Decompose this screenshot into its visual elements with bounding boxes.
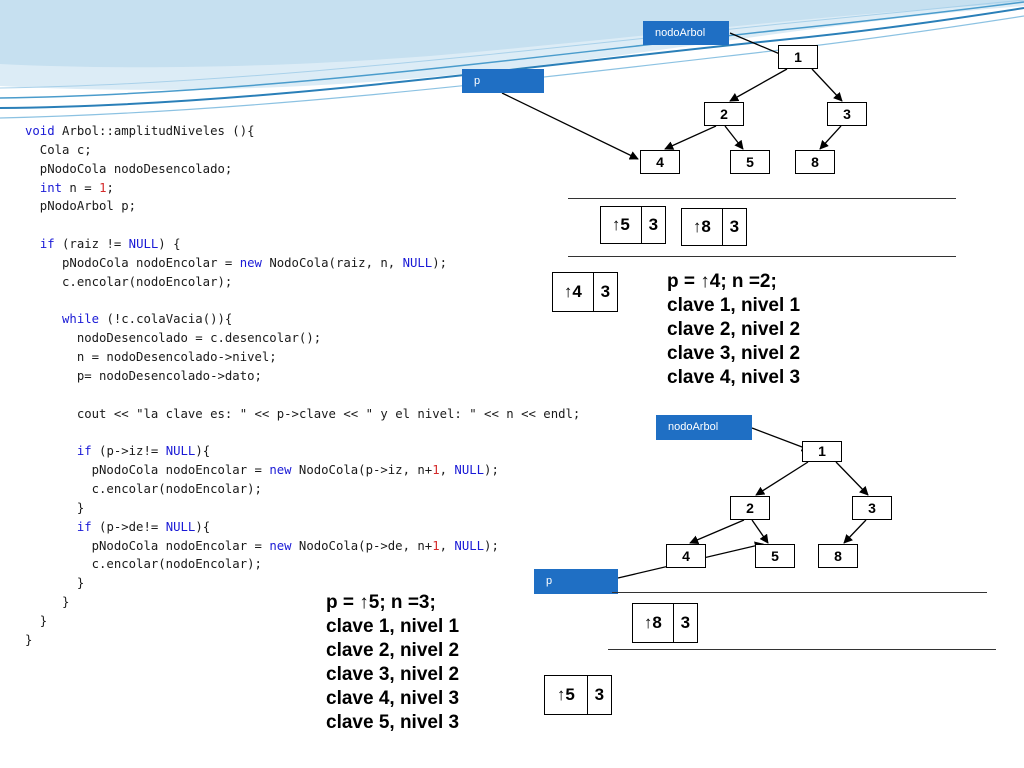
wave-line-1 bbox=[0, 7, 1024, 109]
info-line: clave 3, nivel 2 bbox=[667, 343, 801, 364]
upper-node-4: 4 bbox=[640, 150, 680, 174]
code-line: c.encolar(nodoEncolar); bbox=[25, 274, 233, 289]
queue-level: 3 bbox=[648, 215, 659, 234]
upper-queue-box-2: ↑8 3 bbox=[681, 208, 747, 246]
lower-edge-3-8 bbox=[843, 519, 867, 544]
lower-node-4: 4 bbox=[666, 544, 706, 568]
code-line: c.encolar(nodoEncolar); bbox=[25, 482, 262, 497]
lower-dequeued-box: ↑5 3 bbox=[544, 675, 612, 715]
upper-edge-2-4 bbox=[664, 125, 717, 150]
lower-edge-1-3 bbox=[835, 461, 869, 496]
code-line: while (!c.colaVacia()){ bbox=[62, 312, 233, 327]
lower-edge-2-5 bbox=[751, 519, 769, 544]
info-line: p = ↑5; n =3; bbox=[326, 592, 436, 613]
upper-node-2: 2 bbox=[704, 102, 744, 126]
code-line: ​ bbox=[25, 292, 580, 311]
lower-queue-box-1: ↑8 3 bbox=[632, 603, 698, 643]
lower-info-text: p = ↑5; n =3; clave 1, nivel 1 clave 2, … bbox=[326, 591, 459, 735]
code-line: if (p->iz!= NULL){ bbox=[76, 444, 211, 459]
upper-nodoarbol-label: nodoArbol bbox=[643, 21, 729, 45]
code-line: nodoDesencolado = c.desencolar(); bbox=[25, 331, 322, 346]
upper-dequeued-box: ↑4 3 bbox=[552, 272, 618, 312]
code-line: } bbox=[25, 613, 48, 628]
code-line: ​ bbox=[25, 424, 580, 443]
upper-node-8: 8 bbox=[795, 150, 835, 174]
lower-node-1: 1 bbox=[802, 441, 842, 462]
wave-line-2 bbox=[0, 1, 1024, 99]
queue-pointer: ↑5 bbox=[601, 207, 642, 243]
code-line: n = nodoDesencolado->nivel; bbox=[25, 350, 277, 365]
code-line: Cola c; bbox=[25, 142, 92, 157]
info-line: clave 1, nivel 1 bbox=[667, 295, 801, 316]
lower-p-label: p bbox=[534, 569, 618, 594]
lower-nodoarbol-label: nodoArbol bbox=[656, 415, 752, 440]
info-line: clave 4, nivel 3 bbox=[326, 688, 460, 709]
upper-edge-2-5 bbox=[724, 125, 744, 150]
upper-p-label: p bbox=[462, 69, 544, 93]
lower-edge-1-2 bbox=[755, 461, 809, 496]
upper-edge-3-8 bbox=[819, 125, 842, 150]
code-line: c.encolar(nodoEncolar); bbox=[25, 557, 262, 572]
code-line: pNodoCola nodoEncolar = new NodoCola(rai… bbox=[25, 255, 448, 270]
lower-node-8: 8 bbox=[818, 544, 858, 568]
code-line: pNodoCola nodoEncolar = new NodoCola(p->… bbox=[25, 463, 499, 478]
code-line: cout << "la clave es: " << p->clave << "… bbox=[25, 406, 581, 421]
upper-queue-bottom-line bbox=[568, 256, 956, 257]
code-line: } bbox=[25, 500, 85, 515]
upper-info-text: p = ↑4; n =2; clave 1, nivel 1 clave 2, … bbox=[667, 270, 800, 390]
lower-queue-bottom-line bbox=[608, 649, 996, 650]
code-line: if (p->de!= NULL){ bbox=[76, 519, 211, 534]
wave-shape-mid bbox=[0, 0, 1024, 68]
queue-level: 3 bbox=[594, 685, 605, 704]
lower-node-5: 5 bbox=[755, 544, 795, 568]
lower-edge-2-4 bbox=[689, 519, 745, 544]
upper-queue-box-1: ↑5 3 bbox=[600, 206, 666, 244]
code-line: ​ bbox=[25, 386, 580, 405]
code-line: void Arbol::amplitudNiveles (){ bbox=[25, 124, 255, 138]
upper-node-1: 1 bbox=[778, 45, 818, 69]
code-line: } bbox=[25, 632, 33, 647]
wave-line-3 bbox=[0, 15, 1024, 119]
lower-root-pointer-arrow bbox=[751, 427, 811, 452]
queue-level: 3 bbox=[729, 217, 740, 236]
upper-edge-1-2 bbox=[729, 68, 788, 102]
upper-queue-top-line bbox=[568, 198, 956, 199]
upper-p-pointer-arrow bbox=[501, 92, 639, 160]
code-line: int n = 1; bbox=[39, 180, 114, 195]
queue-level: 3 bbox=[600, 282, 611, 301]
queue-pointer: ↑5 bbox=[545, 676, 588, 714]
upper-root-pointer-arrow bbox=[729, 32, 788, 59]
queue-pointer: ↑8 bbox=[682, 209, 723, 245]
lower-node-3: 3 bbox=[852, 496, 892, 520]
info-line: clave 2, nivel 2 bbox=[667, 319, 801, 340]
queue-pointer: ↑4 bbox=[553, 273, 594, 311]
lower-queue-top-line bbox=[612, 592, 987, 593]
code-line: } bbox=[25, 576, 85, 591]
queue-level: 3 bbox=[680, 613, 691, 632]
info-line: clave 4, nivel 3 bbox=[667, 367, 801, 388]
info-line: clave 3, nivel 2 bbox=[326, 664, 460, 685]
queue-pointer: ↑8 bbox=[633, 604, 674, 642]
info-line: p = ↑4; n =2; bbox=[667, 271, 777, 292]
code-line: pNodoArbol p; bbox=[25, 199, 137, 214]
upper-node-5: 5 bbox=[730, 150, 770, 174]
info-line: clave 2, nivel 2 bbox=[326, 640, 460, 661]
upper-node-3: 3 bbox=[827, 102, 867, 126]
code-line: pNodoCola nodoEncolar = new NodoCola(p->… bbox=[25, 538, 499, 553]
code-line: pNodoCola nodoDesencolado; bbox=[25, 161, 233, 176]
code-listing: void Arbol::amplitudNiveles (){ Cola c; … bbox=[25, 122, 580, 650]
code-line: } bbox=[25, 595, 70, 610]
info-line: clave 5, nivel 3 bbox=[326, 712, 460, 733]
code-line: if (raiz != NULL) { bbox=[39, 237, 181, 252]
lower-node-2: 2 bbox=[730, 496, 770, 520]
info-line: clave 1, nivel 1 bbox=[326, 616, 460, 637]
code-line: p= nodoDesencolado->dato; bbox=[25, 368, 262, 383]
code-line: ​ bbox=[25, 216, 580, 235]
upper-edge-1-3 bbox=[811, 68, 843, 102]
